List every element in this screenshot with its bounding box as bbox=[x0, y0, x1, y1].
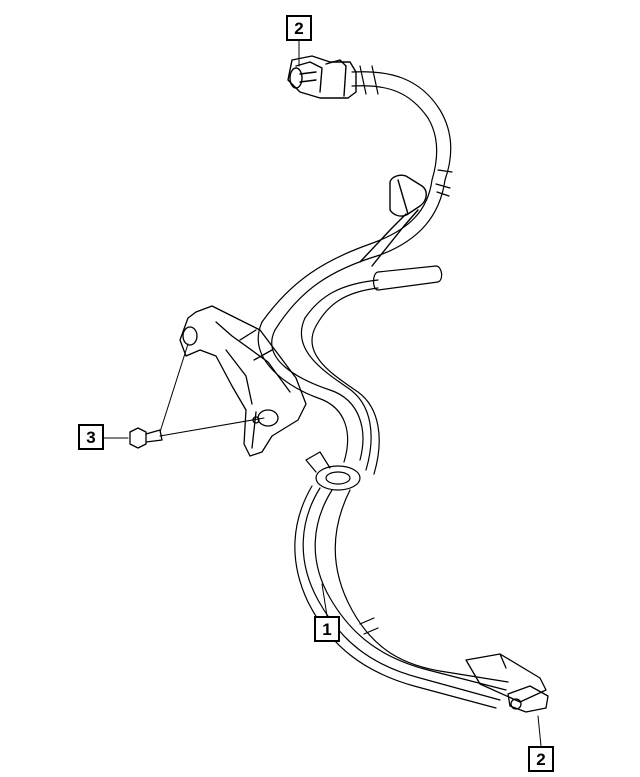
callout-3: 3 bbox=[78, 424, 104, 450]
vent-tube bbox=[304, 265, 443, 327]
mounting-bracket-icon bbox=[179, 305, 307, 457]
callout-2-top: 2 bbox=[286, 15, 312, 41]
main-fuel-tubes bbox=[257, 317, 509, 709]
bottom-connector-icon bbox=[465, 653, 549, 713]
upper-hose bbox=[261, 65, 453, 331]
leader-lines bbox=[103, 39, 542, 747]
top-connector-icon bbox=[287, 55, 357, 99]
bolt-icon bbox=[129, 427, 163, 449]
callout-1: 1 bbox=[314, 616, 340, 642]
callout-2-bottom: 2 bbox=[528, 746, 554, 772]
filler-cap-icon bbox=[359, 174, 427, 267]
